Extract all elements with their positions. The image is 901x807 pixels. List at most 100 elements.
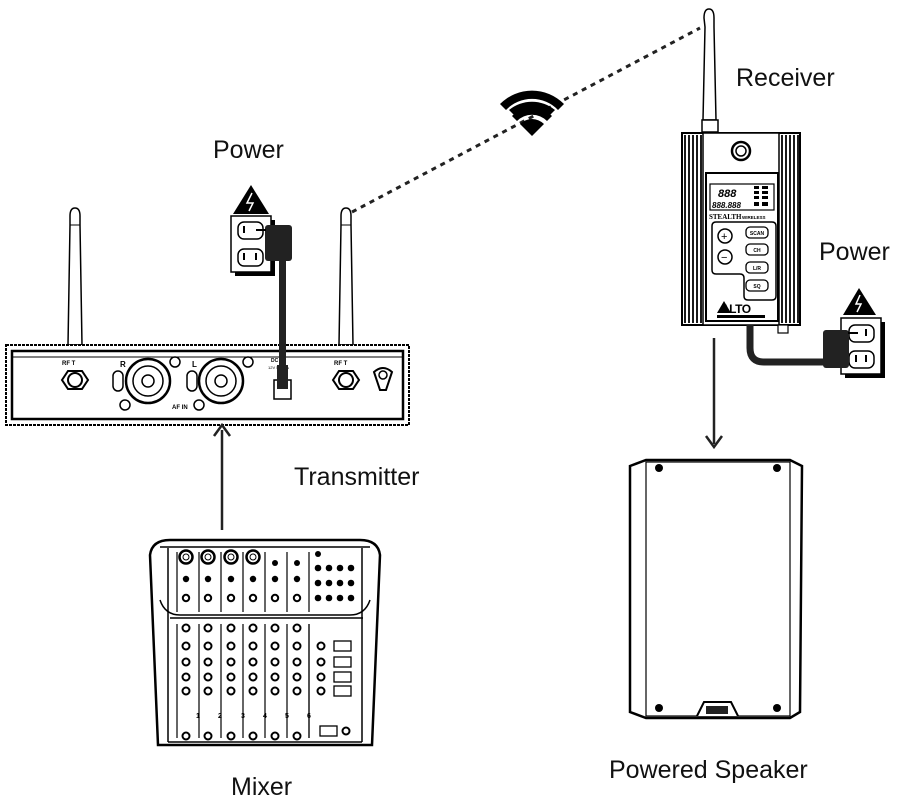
receiver-button-sq[interactable]: SQ [745, 279, 769, 292]
receiver-button-lr[interactable]: L/R [745, 261, 769, 274]
mixer-knob[interactable] [316, 686, 326, 696]
mixer-knob[interactable] [203, 672, 213, 682]
channel-number: 3 [241, 713, 245, 720]
svg-text:RF T: RF T [334, 361, 348, 367]
mixer-knob[interactable] [270, 686, 280, 696]
mixer-knob[interactable] [316, 641, 326, 651]
mixer-knob[interactable] [292, 686, 302, 696]
transmitter-unit: RF T RF T R L AF IN DC IN 12V 500mA [5, 207, 410, 426]
mixer-knob[interactable] [203, 623, 213, 633]
transmitter-antenna-left [67, 207, 83, 346]
receiver-button-scan[interactable]: SCAN [745, 226, 769, 239]
receiver-button-label: L/R [753, 266, 761, 272]
receiver-plus-button[interactable]: + [717, 228, 733, 244]
mixer-knob[interactable] [270, 641, 280, 651]
mixer-knob[interactable] [181, 731, 191, 741]
wireless-link-line [351, 26, 701, 214]
mixer-knob[interactable] [181, 686, 191, 696]
receiver-power-outlet [746, 288, 885, 378]
receiver-button-label: SQ [753, 284, 760, 290]
channel-l-label: L [192, 360, 197, 369]
mixer-button[interactable] [319, 725, 338, 737]
mixer-button[interactable] [333, 671, 352, 683]
mixer-knob[interactable] [270, 672, 280, 682]
receiver-button-ch[interactable]: CH [745, 243, 769, 256]
mixer-knob[interactable] [248, 672, 258, 682]
mixer-knob[interactable] [248, 657, 258, 667]
mixer-knob[interactable] [226, 623, 236, 633]
lcd-frequency-digits: 888.888 [712, 201, 741, 210]
combo-jack-r [112, 356, 181, 411]
powered-speaker-label: Powered Speaker [609, 756, 808, 784]
channel-number: 6 [307, 713, 311, 720]
mixer-button[interactable] [333, 656, 352, 668]
high-voltage-warning-icon [843, 288, 876, 315]
mixer-knob[interactable] [226, 672, 236, 682]
transmitter-label: Transmitter [294, 463, 420, 491]
receiver-label: Receiver [736, 64, 835, 92]
mixer-knob[interactable] [226, 593, 236, 603]
mixer-knob[interactable] [181, 641, 191, 651]
mixer-knob[interactable] [181, 623, 191, 633]
channel-number: 5 [285, 713, 289, 720]
mixer-knob[interactable] [292, 641, 302, 651]
mixer-knob[interactable] [248, 641, 258, 651]
wifi-icon [500, 90, 564, 136]
mixer-knob[interactable] [203, 686, 213, 696]
mixer-knob[interactable] [181, 657, 191, 667]
mixer-knob[interactable] [270, 731, 280, 741]
mixer-knob[interactable] [181, 672, 191, 682]
mixer-knob[interactable] [226, 641, 236, 651]
mixer-button[interactable] [333, 685, 352, 697]
mixer-knob[interactable] [270, 623, 280, 633]
mixer-controls [176, 549, 355, 741]
mixer-knob[interactable] [248, 731, 258, 741]
svg-text:ALTO: ALTO [721, 302, 751, 316]
channel-number: 4 [263, 713, 267, 720]
alto-logo: ALTO [717, 301, 765, 318]
mixer-knob[interactable] [316, 672, 326, 682]
receiver-button-label: CH [753, 248, 761, 254]
high-voltage-warning-icon [233, 185, 269, 214]
mixer-label: Mixer [231, 773, 293, 801]
mixer-knob[interactable] [316, 657, 326, 667]
mixer-knob[interactable] [203, 731, 213, 741]
receiver-brand-sub: WIRELESS [742, 215, 766, 220]
minus-icon: − [721, 252, 727, 264]
dc-in-label: DC IN [271, 358, 285, 364]
receiver-lcd: 888 888.888 [709, 183, 775, 211]
transmitter-power-outlet [230, 185, 292, 389]
mixer-knob[interactable] [203, 657, 213, 667]
mixer-knob[interactable] [270, 593, 280, 603]
mixer-knob[interactable] [292, 593, 302, 603]
mixer-knob[interactable] [248, 686, 258, 696]
mixer-to-transmitter-arrow [212, 422, 232, 530]
mixer-knob[interactable] [226, 657, 236, 667]
mixer-knob[interactable] [181, 593, 191, 603]
rf-connector-left [60, 370, 90, 390]
transmitter-antenna-right [338, 207, 354, 346]
mixer-knob[interactable] [226, 686, 236, 696]
af-in-label: AF IN [172, 405, 188, 411]
mixer-knob[interactable] [341, 726, 351, 736]
receiver-button-label: SCAN [750, 231, 765, 237]
rf-connector-right [331, 370, 361, 390]
ground-lug [372, 367, 394, 391]
mixer-knob[interactable] [292, 623, 302, 633]
mixer-knob[interactable] [270, 657, 280, 667]
mixer-knob[interactable] [203, 593, 213, 603]
mixer-knob[interactable] [226, 731, 236, 741]
mixer-knob[interactable] [248, 593, 258, 603]
mixer-button[interactable] [333, 640, 352, 652]
mixer-knob[interactable] [292, 657, 302, 667]
mixer-knob[interactable] [292, 731, 302, 741]
mixer-knob[interactable] [292, 672, 302, 682]
mixer-knob[interactable] [248, 623, 258, 633]
receiver-minus-button[interactable]: − [717, 249, 733, 265]
mixer-knob[interactable] [203, 641, 213, 651]
receiver-power-label: Power [819, 238, 890, 266]
svg-text:RF T: RF T [62, 361, 76, 367]
